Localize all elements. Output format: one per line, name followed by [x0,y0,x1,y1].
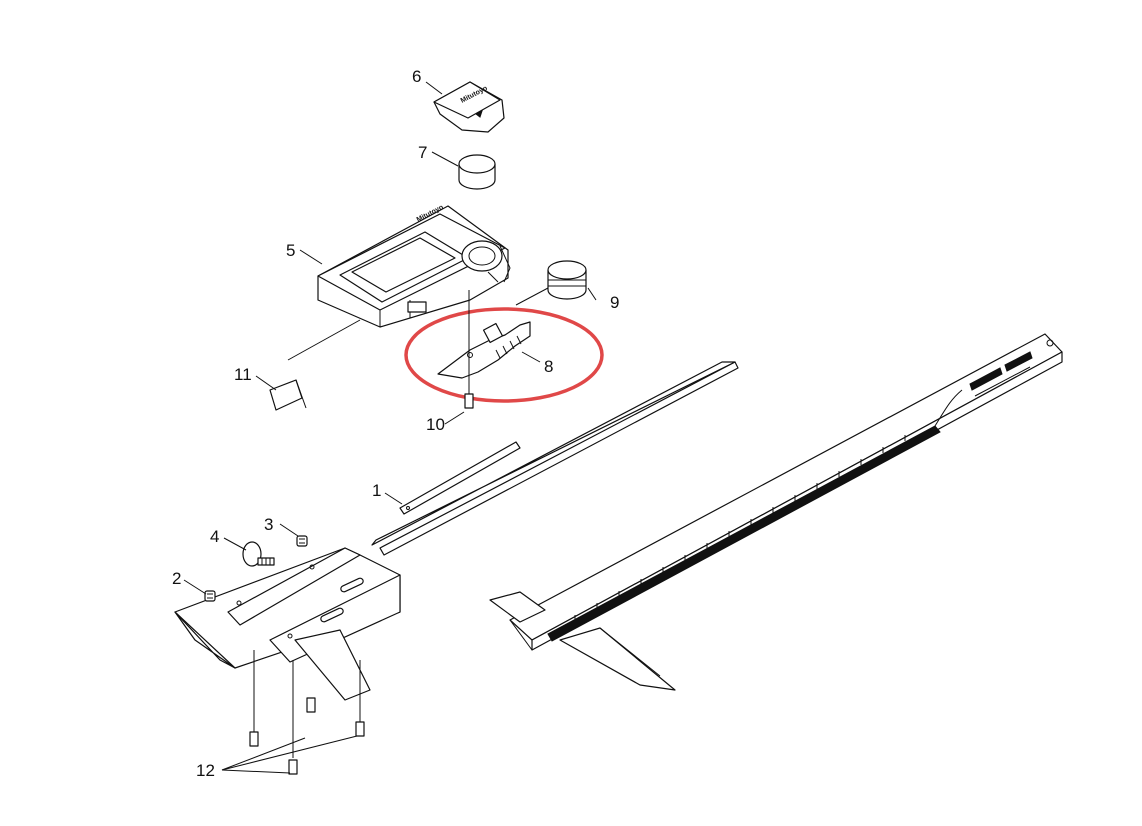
scale-ticks [574,435,906,621]
fixed-jaw [489,591,546,623]
callout-4: 4 [210,527,219,546]
highlight-circle [404,307,604,403]
main-beam [489,333,1063,691]
part-7-battery [458,154,496,190]
part-5-display-unit: Mitutoyo [317,204,511,328]
beam-logo [969,351,1033,397]
part-9-knob [547,260,587,300]
fixed-lower-jaw [559,627,676,691]
part-8-clutch-lever [437,321,531,379]
callout-10: 10 [426,415,445,434]
part-11-spring [269,379,307,411]
callout-1: 1 [372,481,381,500]
part-1-strip [399,441,521,515]
part-4-thumb-screw [242,541,275,567]
callout-12: 12 [196,761,215,780]
callout-2: 2 [172,569,181,588]
part-2-set-screw [204,590,216,602]
scale-strip [547,425,941,642]
callout-5: 5 [286,241,295,260]
callout-7: 7 [418,143,427,162]
slider-body [174,547,401,701]
callout-11: 11 [234,365,252,384]
part-12-screws [249,650,365,775]
leader-lines [183,81,597,774]
callout-6: 6 [412,67,421,86]
slider-lower-jaw [294,629,371,701]
part-10-screw [464,290,474,409]
callout-9: 9 [610,293,619,312]
callout-8: 8 [544,357,553,376]
part-6-battery-cap: Mitutoyo [433,81,505,133]
depth-rod [371,361,739,556]
callout-3: 3 [264,515,273,534]
slider-jaw [174,611,236,669]
callout-labels: 6 7 5 9 8 10 11 1 3 4 2 12 [172,67,619,780]
part-3-set-screw [296,535,308,547]
